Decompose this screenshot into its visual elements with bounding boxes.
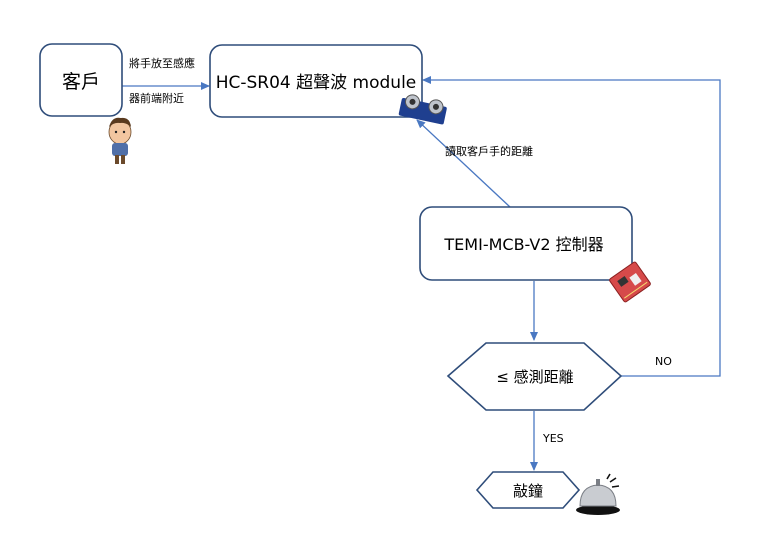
edge-label-place-hand-1: 將手放至感應 [129, 56, 195, 70]
bell-node: 敲鐘 [475, 471, 581, 509]
person-icon [108, 117, 132, 164]
edge-label-yes: YES [542, 432, 564, 445]
arrow-controller-to-sensor [416, 119, 511, 208]
edge-label-no: NO [655, 355, 672, 368]
circuit-board-icon [609, 261, 651, 303]
controller-node: TEMI-MCB-V2 控制器 [419, 206, 633, 281]
decision-node: ≤ 感測距離 [446, 342, 623, 411]
decision-label: ≤ 感測距離 [496, 368, 573, 386]
bell-label: 敲鐘 [513, 482, 543, 500]
customer-label: 客戶 [62, 71, 100, 93]
arrow-no-loop [422, 76, 721, 377]
sensor-label: HC-SR04 超聲波 module [216, 73, 417, 93]
edge-label-read-distance: 讀取客戶手的距離 [445, 144, 533, 158]
customer-node: 客戶 [39, 43, 123, 117]
edge-label-place-hand-2: 器前端附近 [129, 91, 184, 105]
connectors [122, 76, 721, 471]
ultrasonic-sensor-icon [398, 94, 447, 125]
service-bell-icon [576, 473, 620, 515]
controller-label: TEMI-MCB-V2 控制器 [443, 235, 603, 254]
sensor-node: HC-SR04 超聲波 module [209, 44, 423, 118]
